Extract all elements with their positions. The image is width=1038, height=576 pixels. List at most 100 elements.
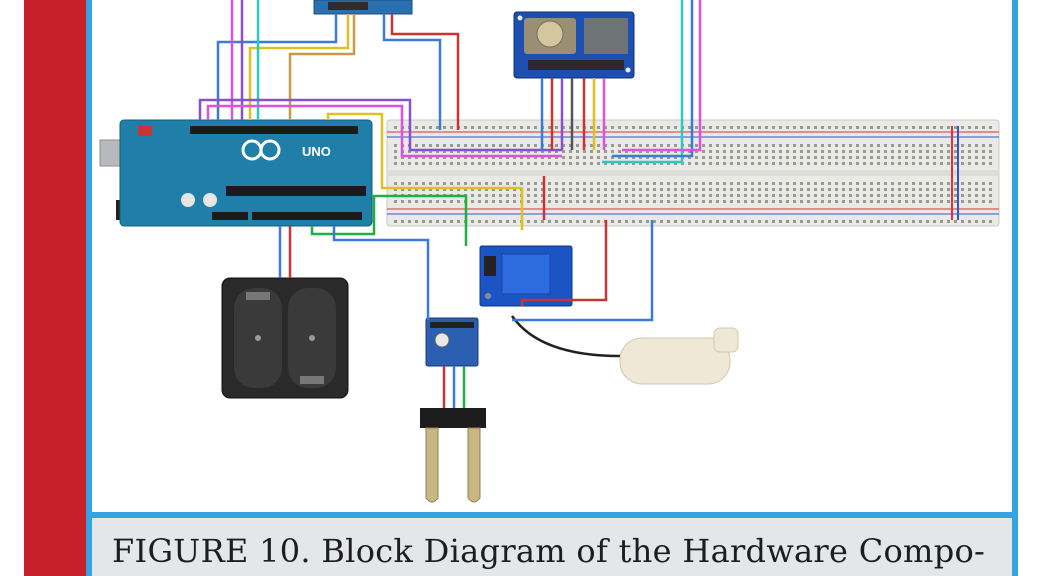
breadboard-hole [415,144,418,147]
breadboard-hole [450,188,453,191]
breadboard-hole [646,156,649,159]
breadboard-hole [422,182,425,185]
breadboard-hole [863,162,866,165]
breadboard-hole [807,150,810,153]
breadboard-hole [674,220,677,223]
breadboard-hole [401,162,404,165]
breadboard-hole [597,126,600,129]
breadboard-hole [723,156,726,159]
breadboard-hole [723,200,726,203]
breadboard-hole [429,126,432,129]
breadboard-hole [856,194,859,197]
breadboard-hole [856,144,859,147]
breadboard-hole [723,144,726,147]
breadboard-hole [415,188,418,191]
breadboard-hole [891,220,894,223]
breadboard-hole [660,188,663,191]
breadboard-hole [653,162,656,165]
breadboard-hole [632,126,635,129]
breadboard-hole [870,188,873,191]
breadboard-hole [394,156,397,159]
breadboard-hole [849,156,852,159]
breadboard-hole [492,194,495,197]
breadboard-hole [835,156,838,159]
breadboard-hole [674,194,677,197]
breadboard-hole [814,162,817,165]
breadboard-hole [415,162,418,165]
breadboard-hole [653,220,656,223]
breadboard-hole [716,162,719,165]
breadboard-hole [541,194,544,197]
breadboard-hole [422,200,425,203]
breadboard-hole [737,144,740,147]
breadboard-hole [639,162,642,165]
breadboard-hole [947,200,950,203]
breadboard-hole [660,150,663,153]
breadboard-hole [527,200,530,203]
breadboard-hole [422,220,425,223]
breadboard-hole [485,150,488,153]
breadboard-hole [765,144,768,147]
breadboard-hole [758,220,761,223]
breadboard-hole [576,182,579,185]
breadboard-hole [611,194,614,197]
breadboard-hole [576,200,579,203]
breadboard-hole [863,150,866,153]
breadboard-hole [730,220,733,223]
breadboard-hole [478,188,481,191]
breadboard-hole [513,156,516,159]
breadboard-hole [618,162,621,165]
breadboard-hole [842,220,845,223]
breadboard-hole [821,162,824,165]
breadboard-hole [982,220,985,223]
breadboard-hole [653,182,656,185]
breadboard-hole [912,220,915,223]
breadboard-hole [954,156,957,159]
breadboard-hole [429,188,432,191]
breadboard-hole [975,150,978,153]
breadboard-hole [772,162,775,165]
arduino-logo-text: UNO [302,144,331,159]
breadboard-hole [415,220,418,223]
breadboard-hole [632,182,635,185]
breadboard-hole [786,126,789,129]
breadboard-hole [667,220,670,223]
breadboard-hole [429,156,432,159]
breadboard-hole [800,126,803,129]
breadboard-hole [786,220,789,223]
breadboard-holes [394,126,992,223]
breadboard-hole [422,188,425,191]
breadboard-hole [681,188,684,191]
breadboard-hole [716,220,719,223]
breadboard-hole [667,150,670,153]
breadboard-hole [947,182,950,185]
breadboard-hole [506,150,509,153]
breadboard-hole [415,182,418,185]
breadboard-hole [513,188,516,191]
breadboard-hole [975,156,978,159]
breadboard-hole [555,144,558,147]
breadboard-hole [793,220,796,223]
breadboard-hole [940,150,943,153]
breadboard-hole [800,194,803,197]
breadboard-hole [751,156,754,159]
breadboard-hole [618,194,621,197]
breadboard-hole [863,144,866,147]
breadboard-hole [723,182,726,185]
breadboard-hole [681,220,684,223]
breadboard-hole [821,220,824,223]
breadboard-hole [912,188,915,191]
breadboard-hole [534,150,537,153]
breadboard-hole [394,162,397,165]
breadboard-hole [758,200,761,203]
breadboard-hole [450,156,453,159]
breadboard-hole [926,150,929,153]
breadboard-hole [800,220,803,223]
breadboard-hole [695,150,698,153]
breadboard-hole [667,200,670,203]
breadboard-hole [520,156,523,159]
breadboard-hole [429,162,432,165]
breadboard-hole [436,200,439,203]
breadboard-hole [947,156,950,159]
breadboard-hole [506,126,509,129]
